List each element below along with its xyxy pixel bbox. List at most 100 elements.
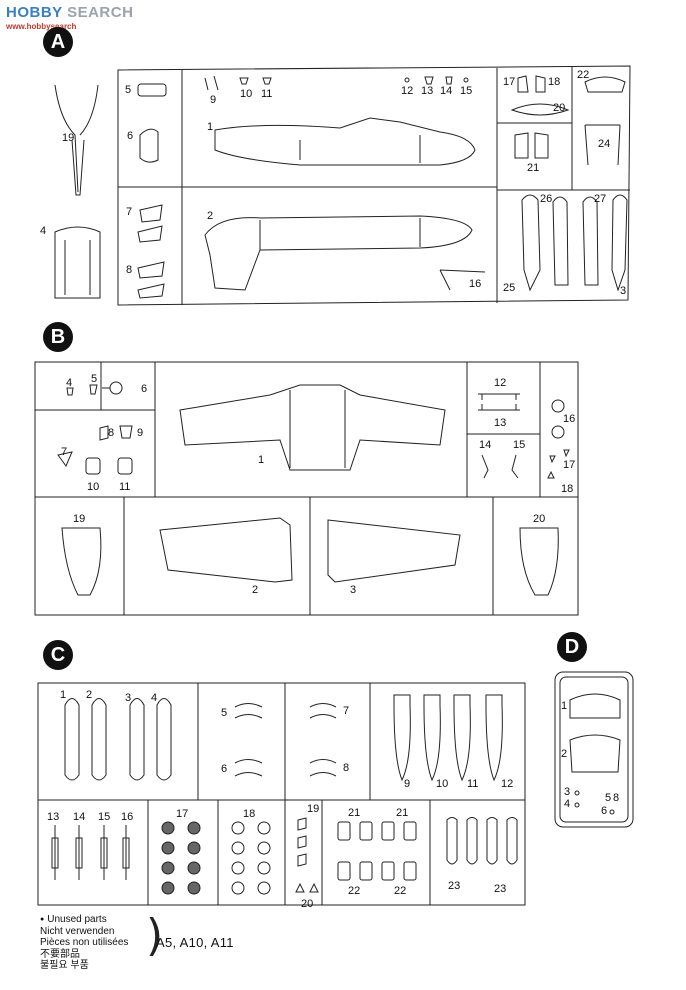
label-c9: 9 xyxy=(404,778,411,790)
label-d8: 8 xyxy=(613,792,620,804)
label-c2: 2 xyxy=(86,689,93,701)
label-a11: 11 xyxy=(261,88,273,100)
watermark-brand-b: SEARCH xyxy=(62,4,134,21)
label-d6: 6 xyxy=(601,805,608,817)
label-b19: 19 xyxy=(73,513,86,525)
label-c3: 3 xyxy=(125,692,132,704)
label-c22-b: 22 xyxy=(394,885,407,897)
label-c19: 19 xyxy=(307,803,320,815)
unused-parts-list: A5, A10, A11 xyxy=(156,935,234,950)
label-b13: 13 xyxy=(494,417,507,429)
label-c6: 6 xyxy=(221,763,228,775)
label-a16: 16 xyxy=(469,278,482,290)
label-a18: 18 xyxy=(548,76,561,88)
part-c21-c22 xyxy=(337,821,417,881)
label-a19: 20 xyxy=(553,102,566,114)
label-a1: 1 xyxy=(207,121,214,133)
label-d3: 3 xyxy=(564,786,571,798)
label-a7: 7 xyxy=(126,206,133,218)
section-c-badge: C xyxy=(43,640,73,670)
label-a8: 8 xyxy=(126,264,133,276)
label-a27: 3 xyxy=(620,285,627,297)
label-a14: 14 xyxy=(440,85,453,97)
label-a3: 19 xyxy=(62,132,75,144)
part-a9-a15-small-parts xyxy=(204,75,469,91)
label-a9: 9 xyxy=(210,94,217,106)
label-b20: 20 xyxy=(533,513,546,525)
label-d2: 2 xyxy=(561,748,568,760)
label-c23-a: 23 xyxy=(448,880,461,892)
sprue-c-frame xyxy=(37,682,526,906)
unused-line-ja: 不要部品 xyxy=(40,948,80,960)
part-c13-c16-rockets xyxy=(51,825,130,880)
label-b16: 16 xyxy=(563,413,576,425)
label-a12: 12 xyxy=(401,85,414,97)
label-c4: 4 xyxy=(151,692,158,704)
part-a7-a8-parts xyxy=(137,204,165,299)
label-c20: 20 xyxy=(301,898,314,910)
label-c22-a: 22 xyxy=(348,885,361,897)
part-b19-b20-rudder xyxy=(61,527,559,596)
part-a24-a27-drop-tanks xyxy=(521,194,628,292)
label-d4: 4 xyxy=(564,798,571,810)
label-c15: 15 xyxy=(98,811,111,823)
label-b11: 11 xyxy=(119,481,131,493)
label-c7: 7 xyxy=(343,705,350,717)
part-a16-antenna xyxy=(439,269,486,291)
part-a4-canopy-block xyxy=(54,226,101,299)
part-b3-upper-wing-right xyxy=(327,519,461,583)
label-c23-b: 23 xyxy=(494,883,507,895)
section-d-badge: D xyxy=(557,632,587,662)
label-b2: 2 xyxy=(252,584,259,596)
label-a4: 4 xyxy=(40,225,47,237)
label-b17: 17 xyxy=(563,459,576,471)
unused-brace: ) xyxy=(146,910,164,961)
section-b-badge: B xyxy=(43,322,73,352)
watermark-url: www.hobbysearch xyxy=(6,22,77,31)
unused-line-fr: Pièces non utilisées xyxy=(40,937,129,948)
watermark-logo: HOBBY SEARCH xyxy=(6,4,133,21)
part-c19-c20-small xyxy=(295,817,319,893)
label-c8: 8 xyxy=(343,762,350,774)
label-b7: 7 xyxy=(61,446,68,458)
label-a2: 2 xyxy=(207,210,214,222)
part-c17-wheels-filled xyxy=(161,821,201,895)
label-b8: 8 xyxy=(108,427,115,439)
label-c16: 16 xyxy=(121,811,134,823)
label-b4: 4 xyxy=(66,377,73,389)
part-c18-wheels xyxy=(231,821,271,895)
label-b1: 1 xyxy=(258,454,265,466)
label-b10: 10 xyxy=(87,481,100,493)
label-c14: 14 xyxy=(73,811,86,823)
label-d1: 1 xyxy=(561,700,568,712)
unused-line-de: Nicht verwenden xyxy=(40,925,115,937)
label-a15: 15 xyxy=(460,85,473,97)
label-a13: 13 xyxy=(421,85,434,97)
unused-line-ko: 불필요 부품 xyxy=(40,960,89,971)
part-b2-upper-wing-left xyxy=(159,517,293,583)
label-d5: 5 xyxy=(605,792,612,804)
label-c18: 18 xyxy=(243,808,256,820)
label-a10: 10 xyxy=(240,88,253,100)
part-b1-lower-wing xyxy=(179,384,446,471)
label-a5: 5 xyxy=(125,84,132,96)
part-b4-b18-small-parts xyxy=(57,381,570,479)
watermark-brand-a: HOBBY xyxy=(6,4,63,21)
label-c10: 10 xyxy=(436,778,449,790)
sprue-a-frame xyxy=(117,65,631,306)
label-a6: 6 xyxy=(127,130,134,142)
part-a5 xyxy=(137,83,167,97)
label-c21-a: 21 xyxy=(348,807,361,819)
label-a24: 25 xyxy=(503,282,516,294)
label-c11: 11 xyxy=(467,778,479,790)
section-a-badge: A xyxy=(43,27,73,57)
unused-line-en: Unused parts xyxy=(40,914,128,926)
label-a17: 17 xyxy=(503,76,516,88)
label-a20: 21 xyxy=(527,162,540,174)
sprue-b-frame xyxy=(34,361,579,616)
part-c1-c4-drop-tanks xyxy=(64,698,172,781)
label-b12: 12 xyxy=(494,377,507,389)
label-c12: 12 xyxy=(501,778,514,790)
part-c23-small-bombs xyxy=(446,817,518,865)
label-a25: 26 xyxy=(540,193,553,205)
